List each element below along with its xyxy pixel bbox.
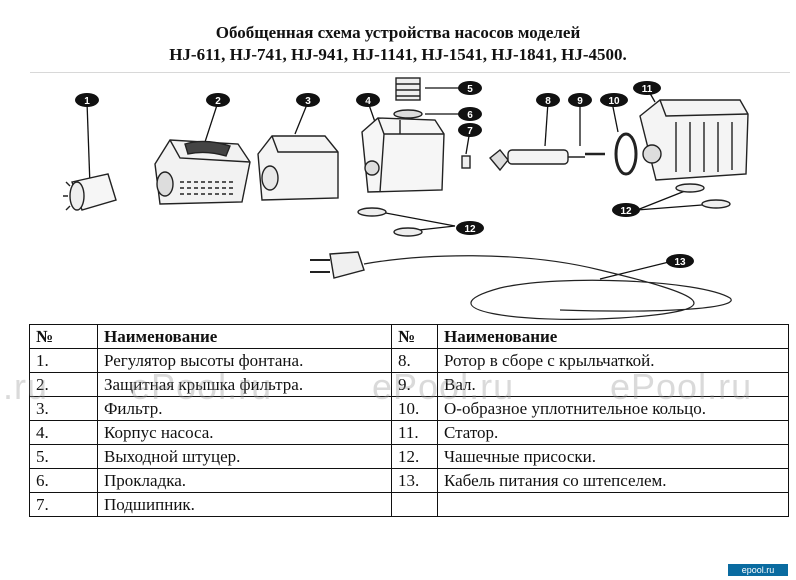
title-line-2: HJ-611, HJ-741, HJ-941, HJ-1141, HJ-1541…	[169, 45, 627, 64]
cell-number: 3.	[29, 396, 98, 421]
callout-4: 4	[356, 93, 380, 107]
part-o-ring	[614, 132, 638, 176]
part-outlet-fitting	[395, 77, 421, 101]
svg-text:8: 8	[545, 96, 551, 107]
svg-text:13: 13	[674, 257, 686, 268]
table-header-row: № Наименование № Наименование	[29, 324, 789, 349]
cell-number	[391, 492, 438, 517]
callout-13: 13	[666, 254, 694, 268]
corner-logo: epool.ru	[728, 564, 788, 576]
callout-8: 8	[536, 93, 560, 107]
cell-name: Вал.	[437, 372, 789, 397]
cell-name: Защитная крышка фильтра.	[97, 372, 392, 397]
cell-number: 1.	[29, 348, 98, 373]
callout-11: 11	[633, 81, 661, 95]
svg-text:2: 2	[215, 96, 221, 107]
part-pump-body	[361, 117, 445, 193]
part-gasket	[393, 109, 423, 119]
callout-7: 7	[458, 123, 482, 137]
parts-table: № Наименование № Наименование 1. Регулят…	[29, 324, 789, 517]
callout-9: 9	[568, 93, 592, 107]
svg-text:7: 7	[467, 126, 473, 137]
part-power-cable	[310, 251, 732, 320]
svg-text:10: 10	[608, 96, 620, 107]
svg-text:4: 4	[365, 96, 371, 107]
cell-number: 2.	[29, 372, 98, 397]
cell-name: Фильтр.	[97, 396, 392, 421]
cell-name: Ротор в сборе с крыльчаткой.	[437, 348, 789, 373]
part-stator	[639, 99, 749, 181]
table-row: 3. Фильтр. 10. О-образное уплотнительное…	[29, 396, 789, 421]
table-row: 7. Подшипник.	[29, 492, 789, 517]
cell-number: 9.	[391, 372, 438, 397]
cell-number: 13.	[391, 468, 438, 493]
callouts: 1 2 3 4 5 6 7 8 9 10 11 12 12 13	[75, 81, 694, 268]
exploded-pump-diagram: 1 2 3 4 5 6 7 8 9 10 11 12 12 13	[63, 77, 749, 320]
cell-number: 12.	[391, 444, 438, 469]
cell-name: Статор.	[437, 420, 789, 445]
part-bearing	[461, 155, 471, 169]
table-row: 1. Регулятор высоты фонтана. 8. Ротор в …	[29, 348, 789, 373]
part-suction-cups	[357, 183, 731, 237]
cell-name: Кабель питания со штепселем.	[437, 468, 789, 493]
cell-name: Прокладка.	[97, 468, 392, 493]
cell-number: 8.	[391, 348, 438, 373]
cell-number: 11.	[391, 420, 438, 445]
svg-text:9: 9	[577, 96, 583, 107]
header-number-left: №	[29, 324, 98, 349]
document-title: Обобщенная схема устройства насосов моде…	[0, 22, 796, 66]
callout-3: 3	[296, 93, 320, 107]
part-filter-cover	[154, 139, 251, 205]
callout-1: 1	[75, 93, 99, 107]
table-row: 4. Корпус насоса. 11. Статор.	[29, 420, 789, 445]
part-rotor	[489, 149, 585, 172]
cell-number: 6.	[29, 468, 98, 493]
cell-name: Корпус насоса.	[97, 420, 392, 445]
cell-number: 10.	[391, 396, 438, 421]
cell-number: 5.	[29, 444, 98, 469]
table-row: 2. Защитная крышка фильтра. 9. Вал.	[29, 372, 789, 397]
cell-name: Выходной штуцер.	[97, 444, 392, 469]
title-line-1: Обобщенная схема устройства насосов моде…	[215, 23, 581, 42]
callout-5: 5	[458, 81, 482, 95]
callout-12-right: 12	[612, 203, 640, 217]
callout-6: 6	[458, 107, 482, 121]
header-number-right: №	[391, 324, 438, 349]
svg-text:5: 5	[467, 84, 473, 95]
svg-text:1: 1	[84, 96, 90, 107]
title-divider	[30, 72, 790, 73]
callout-2: 2	[206, 93, 230, 107]
table-row: 6. Прокладка. 13. Кабель питания со штеп…	[29, 468, 789, 493]
table-row: 5. Выходной штуцер. 12. Чашечные присоск…	[29, 444, 789, 469]
svg-text:6: 6	[467, 110, 473, 121]
cell-number: 4.	[29, 420, 98, 445]
cell-name: Регулятор высоты фонтана.	[97, 348, 392, 373]
cell-number: 7.	[29, 492, 98, 517]
callout-12-left: 12	[456, 221, 484, 235]
cell-name: Чашечные присоски.	[437, 444, 789, 469]
cell-name	[437, 492, 789, 517]
header-name-left: Наименование	[97, 324, 392, 349]
svg-text:12: 12	[620, 206, 632, 217]
svg-text:3: 3	[305, 96, 311, 107]
part-filter	[257, 135, 339, 201]
svg-text:12: 12	[464, 224, 476, 235]
header-name-right: Наименование	[437, 324, 789, 349]
svg-text:11: 11	[642, 84, 653, 95]
cell-name: О-образное уплотнительное кольцо.	[437, 396, 789, 421]
part-height-regulator	[63, 173, 117, 211]
callout-10: 10	[600, 93, 628, 107]
cell-name: Подшипник.	[97, 492, 392, 517]
